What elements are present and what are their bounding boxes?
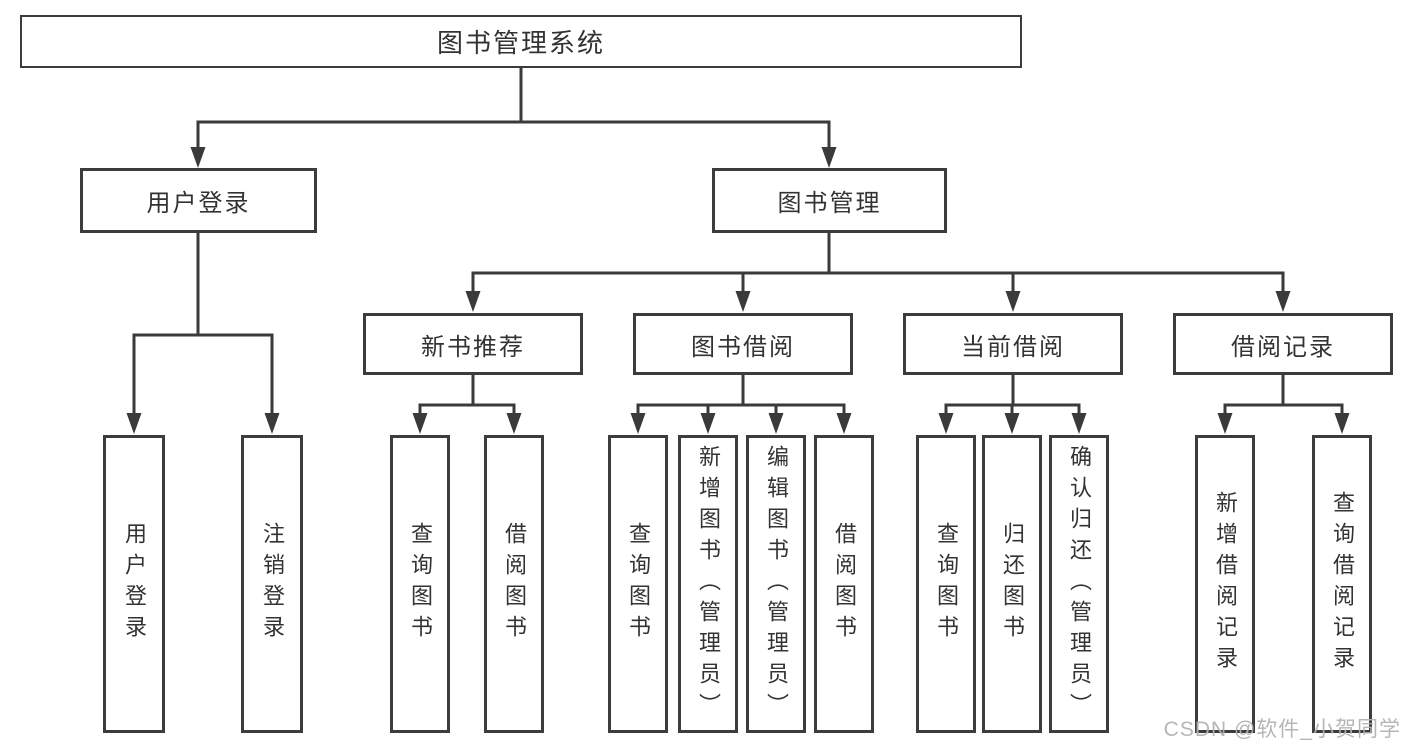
node-query-books-recommend: 查询图书 [390,435,450,733]
node-add-books-admin-label: 新增图书（管理员） [696,444,721,724]
node-user-login-leaf-label: 用户登录 [122,522,147,646]
node-current-borrow: 当前借阅 [903,313,1123,375]
node-borrow-books-recommend-label: 借阅图书 [502,522,527,646]
node-return-books-label: 归还图书 [1000,522,1025,646]
node-borrow-records: 借阅记录 [1173,313,1393,375]
node-logout: 注销登录 [241,435,303,733]
node-borrow-books-leaf-label: 借阅图书 [832,522,857,646]
node-edit-books-admin: 编辑图书（管理员） [746,435,806,733]
node-return-books: 归还图书 [982,435,1042,733]
node-add-borrow-record: 新增借阅记录 [1195,435,1255,733]
node-query-books-recommend-label: 查询图书 [408,522,433,646]
node-library-system: 图书管理系统 [20,15,1022,68]
node-query-books-borrow: 查询图书 [608,435,668,733]
node-borrow-books-recommend: 借阅图书 [484,435,544,733]
node-edit-books-admin-label: 编辑图书（管理员） [764,444,789,724]
node-new-book-recommend: 新书推荐 [363,313,583,375]
node-confirm-return-admin: 确认归还（管理员） [1049,435,1109,733]
node-query-borrow-record: 查询借阅记录 [1312,435,1372,733]
node-query-borrow-record-label: 查询借阅记录 [1330,491,1355,677]
csdn-watermark: CSDN @软件_小贺同学 [1163,718,1401,741]
node-borrow-books-leaf: 借阅图书 [814,435,874,733]
node-book-borrow: 图书借阅 [633,313,853,375]
node-query-books-borrow-label: 查询图书 [626,522,651,646]
node-user-login: 用户登录 [80,168,317,233]
node-query-books-current: 查询图书 [916,435,976,733]
node-query-books-current-label: 查询图书 [934,522,959,646]
node-add-borrow-record-label: 新增借阅记录 [1213,491,1238,677]
node-book-management: 图书管理 [712,168,947,233]
node-logout-label: 注销登录 [260,522,285,646]
arrowheads [126,147,1350,434]
node-add-books-admin: 新增图书（管理员） [678,435,738,733]
node-confirm-return-admin-label: 确认归还（管理员） [1067,444,1092,724]
node-user-login-leaf: 用户登录 [103,435,165,733]
